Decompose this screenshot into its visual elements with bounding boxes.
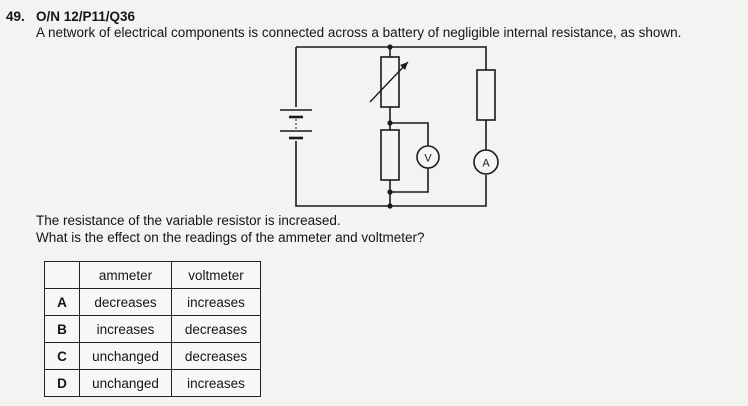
- table-row[interactable]: D unchanged increases: [44, 369, 261, 397]
- ammeter-icon: A: [473, 149, 499, 175]
- ammeter-effect: unchanged: [79, 342, 172, 370]
- question-intro: A network of electrical components is co…: [36, 25, 682, 40]
- question-number: 49.: [6, 9, 25, 24]
- ammeter-label: A: [482, 158, 490, 170]
- voltmeter-effect: decreases: [171, 315, 261, 343]
- ammeter-effect: decreases: [79, 288, 172, 316]
- battery-icon: [280, 109, 312, 140]
- option-letter: D: [44, 369, 80, 397]
- question-prompt: What is the effect on the readings of th…: [36, 230, 425, 245]
- voltmeter-label: V: [424, 153, 432, 165]
- junction-dots: [387, 44, 393, 209]
- voltmeter-effect: increases: [171, 369, 261, 397]
- voltmeter-effect: decreases: [171, 342, 261, 370]
- header-blank: [44, 261, 80, 289]
- wire-top: [296, 46, 487, 70]
- table-row[interactable]: A decreases increases: [44, 288, 261, 316]
- voltmeter-effect: increases: [171, 288, 261, 316]
- table-header-row: ammeter voltmeter: [44, 261, 261, 289]
- ammeter-effect: increases: [79, 315, 172, 343]
- answer-table: ammeter voltmeter A decreases increases …: [44, 261, 261, 397]
- header-voltmeter: voltmeter: [171, 261, 261, 289]
- battery-gap: [285, 107, 309, 141]
- option-letter: C: [44, 342, 80, 370]
- header-ammeter: ammeter: [79, 261, 172, 289]
- question-reference: O/N 12/P11/Q36: [36, 9, 136, 24]
- option-letter: A: [44, 288, 80, 316]
- resistor-right-icon: [476, 69, 496, 121]
- voltmeter-icon: V: [416, 145, 440, 169]
- table-row[interactable]: C unchanged decreases: [44, 342, 261, 370]
- question-statement: The resistance of the variable resistor …: [36, 213, 341, 228]
- option-letter: B: [44, 315, 80, 343]
- table-row[interactable]: B increases decreases: [44, 315, 261, 343]
- variable-resistor-icon: [369, 56, 409, 108]
- wire-voltmeter: [390, 122, 429, 193]
- resistor-middle-icon: [380, 129, 400, 181]
- ammeter-effect: unchanged: [79, 369, 172, 397]
